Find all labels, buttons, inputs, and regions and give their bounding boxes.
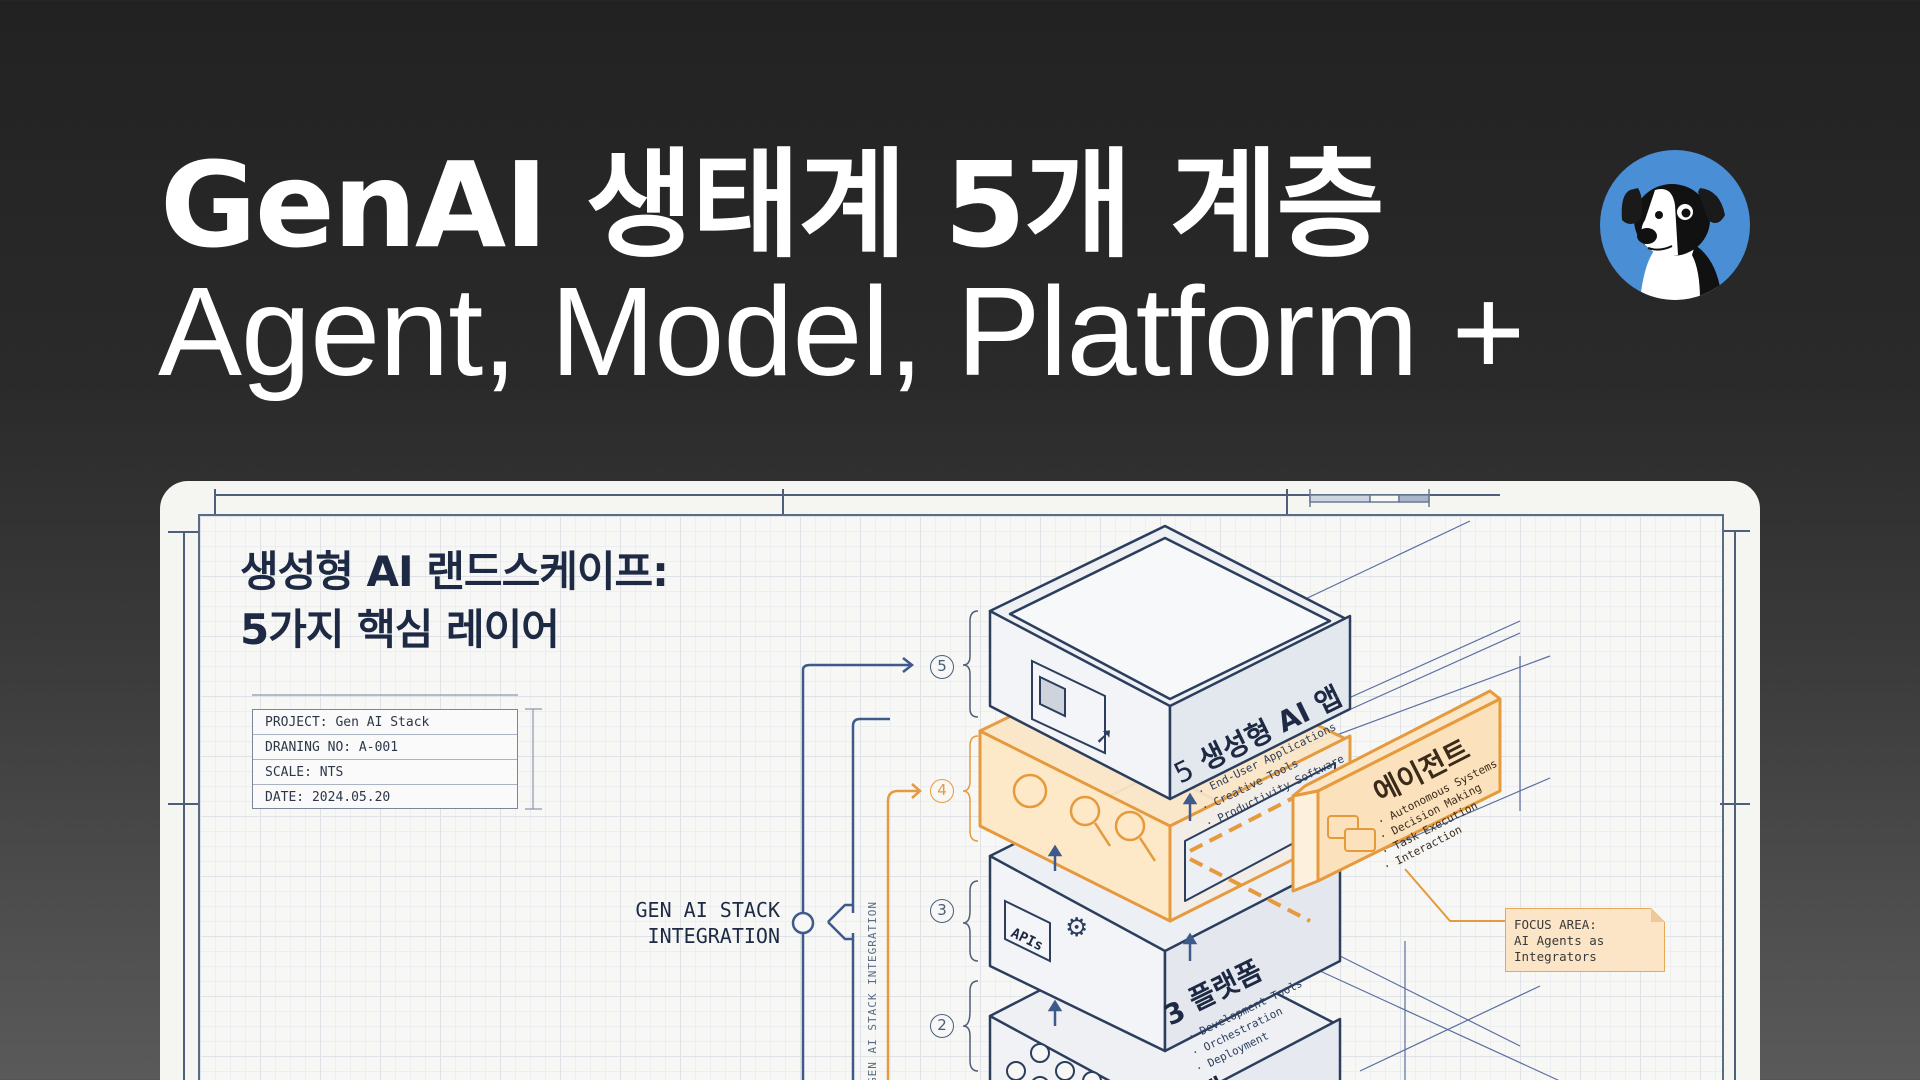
title-block-drawing-no: DRANING NO: A-001	[253, 735, 517, 760]
title-block-project: PROJECT: Gen AI Stack	[253, 710, 517, 735]
avatar	[1600, 150, 1750, 300]
diagram-card: 모델 APIs ⚙ 3 플랫폼 · Development Tools · Or…	[160, 481, 1760, 1080]
apis-window-icon	[1004, 899, 1051, 963]
layer-number-5: 5	[930, 655, 954, 679]
dog-avatar-icon	[1621, 184, 1725, 300]
browser-window-icon	[1031, 659, 1106, 755]
stack-integration-label: GEN AI STACK INTEGRATION	[635, 898, 781, 948]
page-subtitle: Agent, Model, Platform +	[158, 261, 1525, 402]
layer-number-2: 2	[930, 1014, 954, 1038]
title-block-date: DATE: 2024.05.20	[265, 790, 391, 805]
neural-network-icon	[1006, 1043, 1102, 1080]
gear-icon: ⚙	[1065, 913, 1088, 943]
layer-number-4: 4	[930, 779, 954, 803]
layer-number-3: 3	[930, 899, 954, 923]
title-block-scale: SCALE: NTS	[253, 760, 517, 785]
chat-bubbles-icon	[1327, 815, 1376, 852]
page-title: GenAI 생태계 5개 계층	[160, 136, 1385, 274]
cursor-icon: ➚	[1095, 723, 1113, 748]
vertical-integration-label: GEN AI STACK INTEGRATION	[866, 901, 879, 1080]
layer-5-apps	[988, 524, 1352, 801]
isometric-stack-diagram: 모델 APIs ⚙ 3 플랫폼 · Development Tools · Or…	[168, 489, 1750, 1080]
focus-area-note: FOCUS AREA: AI Agents as Integrators	[1505, 908, 1665, 972]
scale-bar	[1309, 489, 1430, 507]
title-block: PROJECT: Gen AI Stack DRANING NO: A-001 …	[252, 709, 518, 809]
diagram-heading: 생성형 AI 랜드스케이프: 5가지 핵심 레이어	[240, 547, 669, 654]
